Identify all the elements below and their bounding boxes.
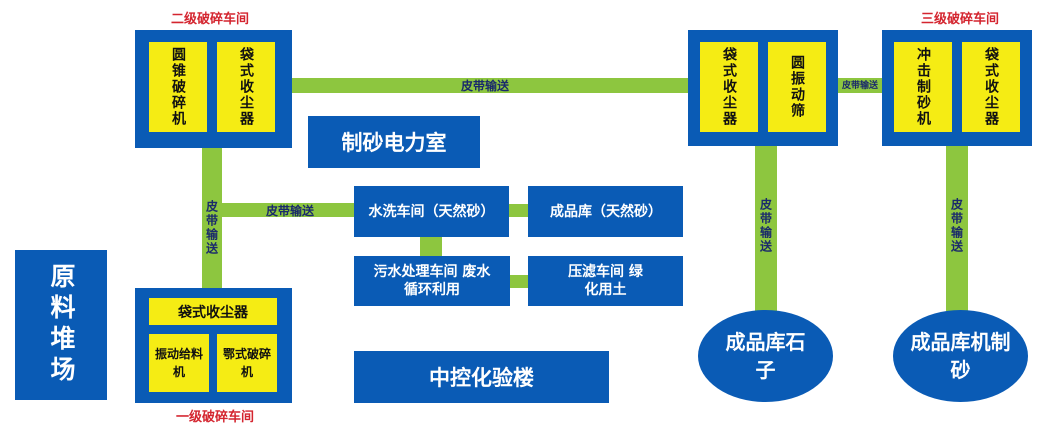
vibrating-feeder: 振动给料机	[149, 334, 209, 392]
bag-dust-collector-2: 袋式收尘器	[217, 42, 275, 132]
screening-workshop: 袋式收尘器 圆振动筛	[688, 30, 838, 146]
product-warehouse-stones: 成品库石子	[698, 310, 833, 402]
first-crushing-workshop: 袋式收尘器 振动给料机 鄂式破碎机	[135, 288, 292, 403]
belt-top-short	[838, 78, 883, 93]
first-workshop-title: 一级破碎车间	[175, 409, 254, 425]
product-warehouse-manufactured-sand: 成品库机制砂	[893, 310, 1028, 402]
raw-material-yard: 原料堆场	[15, 250, 107, 400]
product-warehouse-natural-sand: 成品库（天然砂）	[528, 186, 683, 237]
belt-right-vertical-2	[946, 146, 968, 311]
sewage-treatment-workshop: 污水处理车间 废水循环利用	[354, 256, 510, 306]
belt-wash-to-product	[508, 204, 530, 217]
third-workshop-title: 三级破碎车间	[920, 11, 999, 27]
belt-sewage-to-filter	[509, 275, 531, 288]
belt-label-top-short: 皮带输送	[841, 80, 878, 91]
belt-right-vertical-1	[755, 146, 777, 311]
bag-dust-collector-screen: 袋式收尘器	[700, 42, 758, 132]
belt-top-horizontal	[290, 78, 690, 93]
filter-press-workshop: 压滤车间 绿化用土	[528, 256, 683, 306]
belt-label-mid: 皮带输送	[265, 203, 314, 218]
washing-workshop: 水洗车间（天然砂）	[354, 186, 509, 237]
impact-sand-maker: 冲击制砂机	[894, 42, 952, 132]
jaw-crusher: 鄂式破碎机	[217, 334, 277, 392]
belt-wash-to-sewage	[420, 236, 442, 258]
sand-power-room: 制砂电力室	[308, 116, 480, 168]
belt-mid-horizontal	[222, 203, 355, 217]
belt-label-left-vertical: 皮带输送	[204, 199, 219, 256]
second-workshop-title: 二级破碎车间	[170, 11, 249, 27]
belt-left-vertical	[202, 148, 222, 288]
belt-label-right-vertical-1: 皮带输送	[758, 197, 773, 254]
bag-dust-collector-primary: 袋式收尘器	[149, 298, 277, 325]
central-control-building: 中控化验楼	[354, 351, 609, 403]
bag-dust-collector-3: 袋式收尘器	[962, 42, 1020, 132]
belt-label-right-vertical-2: 皮带输送	[949, 197, 964, 254]
cone-crusher: 圆锥破碎机	[149, 42, 207, 132]
second-crushing-workshop: 圆锥破碎机 袋式收尘器	[135, 30, 292, 148]
belt-label-top: 皮带输送	[460, 78, 509, 93]
circular-vibrating-screen: 圆振动筛	[768, 42, 826, 132]
third-crushing-workshop: 冲击制砂机 袋式收尘器	[882, 30, 1032, 146]
